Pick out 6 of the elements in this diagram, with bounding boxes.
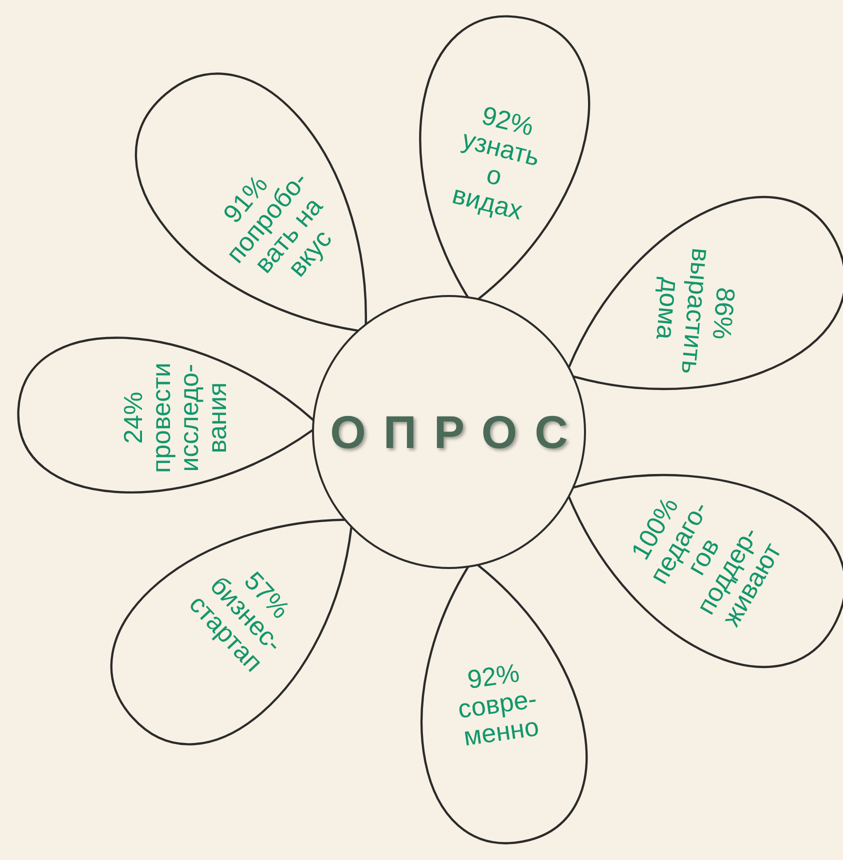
petal-label: 92% совре- менно bbox=[454, 656, 542, 751]
petal-label: 92% узнать о видах bbox=[448, 98, 543, 226]
petal-label: 86% вырастить дома bbox=[650, 246, 742, 378]
center-circle bbox=[312, 295, 586, 569]
survey-title: ОПРОС bbox=[330, 405, 586, 459]
petal-label: 24% провести исследо- вания bbox=[119, 362, 232, 473]
